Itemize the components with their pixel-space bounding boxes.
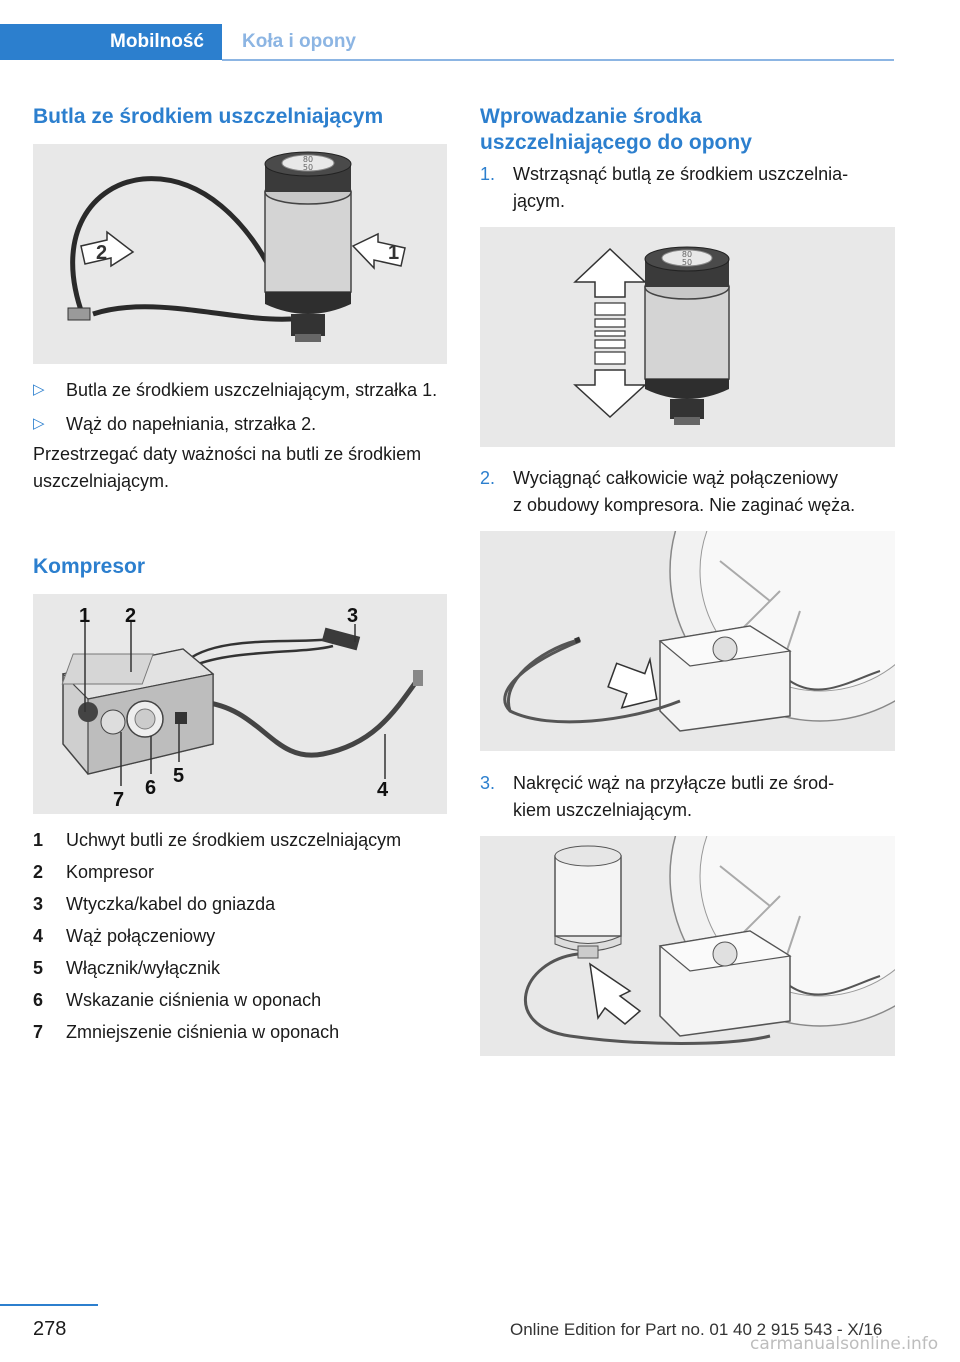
bottle-label-top: 80 (682, 250, 692, 259)
figure-sealant-bottle: 80 50 1 2 (33, 144, 447, 364)
expiry-note: Przestrzegać daty ważności na butli ze ś… (33, 444, 422, 491)
footer-rule (0, 1304, 98, 1306)
figure-compressor: 1 2 3 4 5 6 7 (33, 594, 447, 814)
page-number: 278 (33, 1318, 67, 1340)
figure-connect-bottle (480, 725, 960, 1056)
step-2: 2. Wyciągnąć całkowicie wąż połączeniowy… (480, 468, 856, 515)
connect-bottle-illustration (524, 725, 960, 1045)
tab-kola-i-opony[interactable]: Koła i opony (242, 31, 356, 52)
figure-shake-bottle: 80 50 (480, 227, 895, 447)
list-item: ▷ Wąż do napełniania, strzałka 2. (33, 411, 447, 437)
bottle-label-top: 80 (303, 155, 313, 164)
fig2-label-4: 4 (377, 779, 389, 801)
section-title-bottle: Butla ze środkiem uszczelniającym (33, 105, 384, 128)
fig2-label-6: 6 (145, 777, 156, 799)
page-header: Mobilność Koła i opony (0, 24, 894, 62)
sealant-bottle-illustration: 80 50 1 2 (67, 151, 406, 342)
step-3: 3. Nakręcić wąż na przyłącze butli ze śr… (480, 773, 835, 820)
list-item: ▷ Butla ze środkiem uszczelniającym, str… (33, 377, 447, 403)
fig1-label-1: 1 (388, 242, 399, 264)
bottle-label-bottom: 50 (682, 258, 692, 267)
fig2-label-5: 5 (173, 765, 184, 787)
figure-pull-hose (480, 420, 960, 751)
triangle-bullet-icon: ▷ (33, 381, 45, 398)
compressor-illustration: 1 2 3 4 5 6 7 (61, 605, 423, 811)
header-rule (222, 59, 894, 61)
edition-text: Online Edition for Part no. 01 40 2 915 … (510, 1320, 883, 1339)
pull-hose-illustration (503, 420, 960, 732)
fig2-label-1: 1 (79, 605, 90, 627)
section-kompresor: Kompresor (33, 554, 447, 580)
left-column: Butla ze środkiem uszczelniającym (33, 104, 447, 130)
bullet-list: ▷ Butla ze środkiem uszczelniającym, str… (33, 377, 447, 495)
triangle-bullet-icon: ▷ (33, 415, 45, 432)
fig2-label-2: 2 (125, 605, 136, 627)
watermark: carmanualsonline.info (750, 1334, 939, 1354)
tab-mobilnosc[interactable]: Mobilność (0, 24, 222, 60)
step-1: 1. Wstrząsnąć butlą ze środkiem uszczeln… (480, 164, 849, 211)
section-title-kompresor: Kompresor (33, 555, 146, 578)
fig2-label-7: 7 (113, 789, 124, 811)
shake-bottle-illustration: 80 50 (573, 246, 730, 425)
fig1-label-2: 2 (96, 242, 107, 264)
bottle-label-bottom: 50 (303, 163, 313, 172)
fig2-label-3: 3 (347, 605, 358, 627)
